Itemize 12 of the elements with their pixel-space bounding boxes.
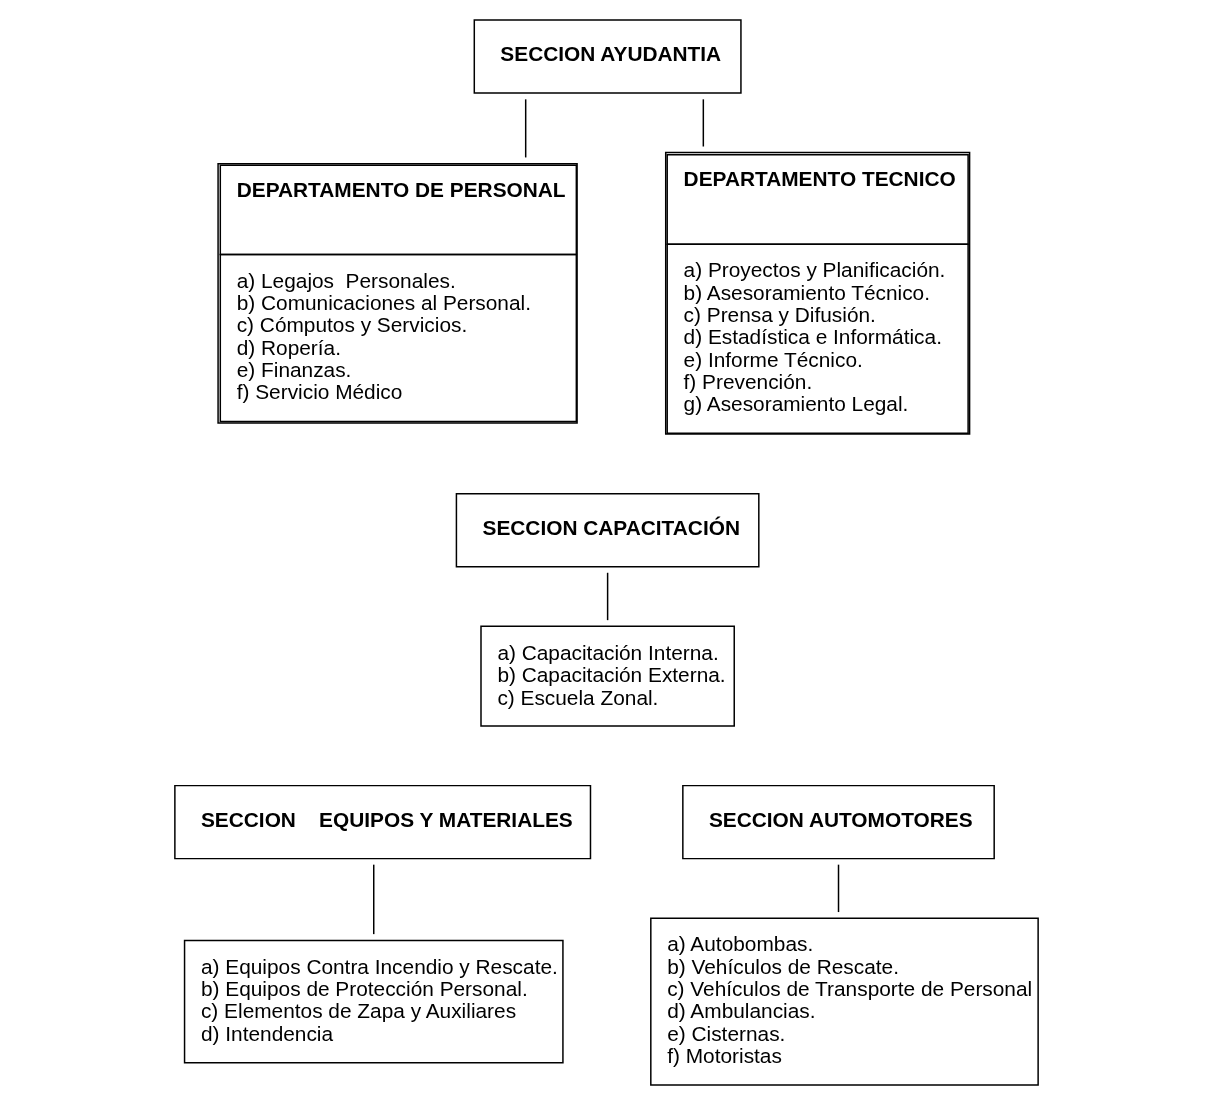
connector xyxy=(702,98,704,148)
connector xyxy=(524,98,526,159)
node-box: SECCION AUTOMOTORES xyxy=(681,784,995,860)
connector xyxy=(372,863,374,935)
node-box: a) Capacitación Interna. b) Capacitación Externa. c) Escuela Zonal. xyxy=(479,625,735,727)
connector xyxy=(837,863,839,913)
node-box: SECCION AYUDANTIA xyxy=(473,19,742,94)
connector xyxy=(606,572,608,621)
node-box: a) Autobombas. b) Vehículos de Rescate. c) Vehículos de Transporte de Personal d) Ambulancias. e) Cisternas. f) Motoristas xyxy=(649,917,1039,1086)
node-box: SECCION EQUIPOS Y MATERIALES xyxy=(173,784,591,860)
node-box: a) Equipos Contra Incendio y Rescate. b) Equipos de Protección Personal. c) Elementos de Zapa y Auxiliares d) Intendencia xyxy=(183,939,564,1064)
node-box: SECCION CAPACITACIÓN xyxy=(455,492,760,568)
